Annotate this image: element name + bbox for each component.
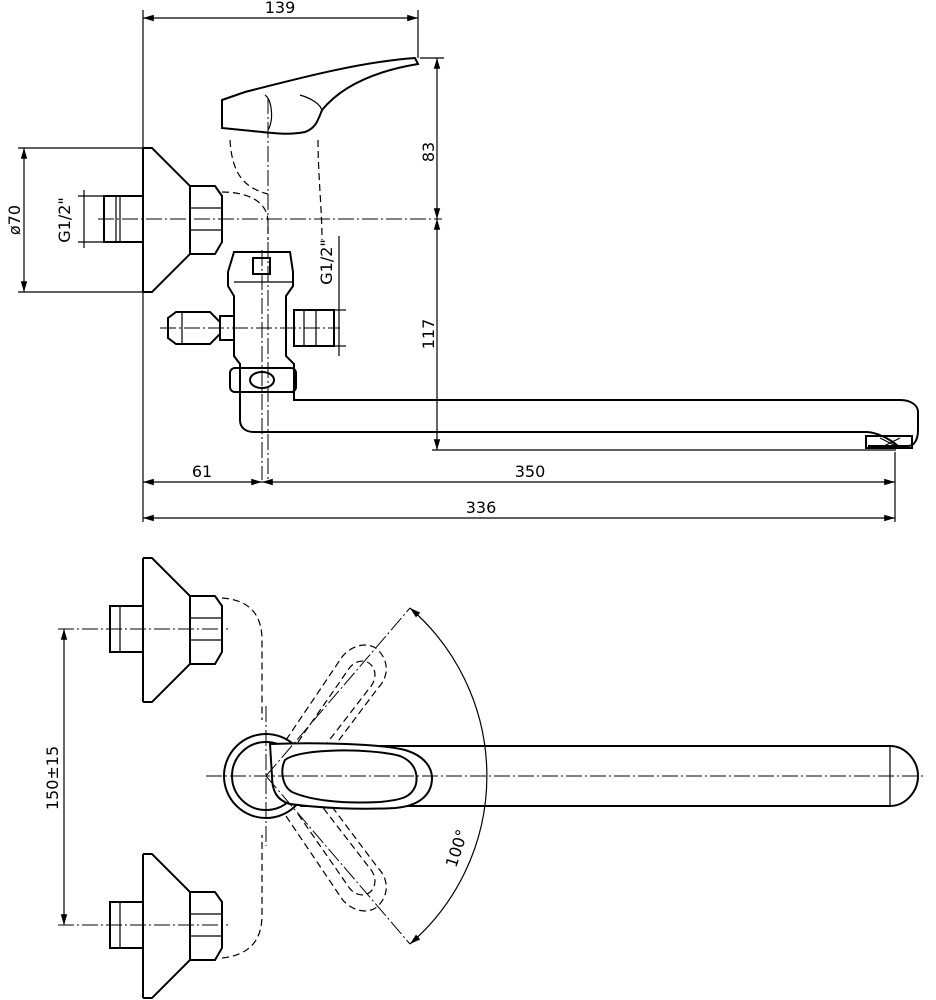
lever-position-upper — [285, 644, 387, 769]
dim-336: 336 — [143, 498, 895, 522]
dim-label-61: 61 — [192, 462, 212, 481]
spout — [239, 392, 919, 449]
dim-label-139: 139 — [265, 0, 296, 17]
dim-thread-left: G1/2" — [55, 190, 104, 248]
dim-label-117: 117 — [419, 319, 438, 350]
hidden-body-outline — [221, 191, 269, 240]
top-plan-view: 150±15 100° — [43, 557, 926, 999]
lever-position-lower — [285, 787, 387, 912]
dim-thread-right: G1/2" — [317, 236, 346, 356]
dim-83: 83 — [419, 57, 444, 219]
hex-nut — [189, 185, 223, 255]
dim-label-83: 83 — [419, 142, 438, 162]
diverter-body — [227, 251, 295, 393]
thread-label-left: G1/2" — [55, 197, 74, 243]
front-elevation-view: 139 83 117 ø70 G1/2" — [5, 0, 919, 522]
dim-diameter-70: ø70 — [5, 147, 143, 293]
hidden-link-lower — [221, 835, 263, 959]
dim-139: 139 — [142, 0, 419, 148]
centerline-swing-lower — [265, 775, 411, 945]
dim-117: 117 — [419, 219, 896, 451]
wall-flange-lower — [109, 853, 223, 999]
dim-61-350: 61 350 — [142, 292, 896, 522]
wall-flange — [142, 147, 191, 293]
lever-handle — [221, 56, 420, 135]
dim-label-diameter: ø70 — [5, 205, 24, 235]
centerline-swing-upper — [265, 607, 411, 777]
diverter-knob-left — [167, 311, 235, 345]
dim-label-150: 150±15 — [43, 746, 62, 810]
hidden-link-upper — [221, 597, 263, 720]
hidden-cartridge-right — [317, 139, 323, 241]
wall-flange-upper — [109, 557, 223, 703]
dim-label-angle: 100° — [442, 827, 472, 870]
dim-150: 150±15 — [43, 629, 68, 925]
dim-label-350: 350 — [515, 462, 546, 481]
hidden-cartridge-outline — [229, 139, 269, 195]
dim-label-336: 336 — [466, 498, 497, 517]
thread-label-right: G1/2" — [317, 239, 336, 285]
